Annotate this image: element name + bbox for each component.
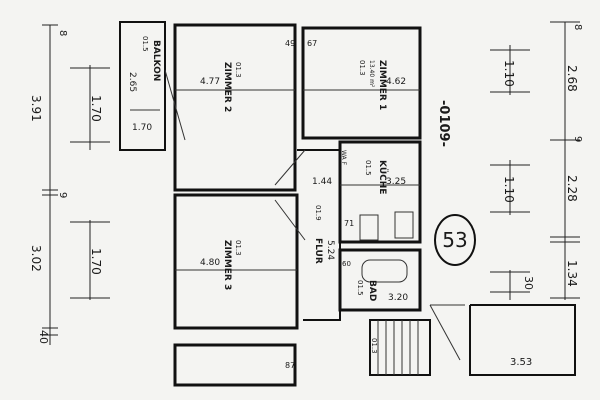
room-area-bad: 3.20 xyxy=(388,293,408,303)
room-sub-kueche: WA F xyxy=(340,150,347,166)
dim-left-outer-upper: 3.91 xyxy=(29,95,43,122)
room-area-zimmer1: 4.62 xyxy=(386,77,406,87)
plan-details xyxy=(130,69,465,375)
room-area-zimmer3: 4.80 xyxy=(200,258,220,268)
room-sub-zimmer1: 13.40 m² xyxy=(368,60,375,88)
dim-right-outer-middle: 2.28 xyxy=(565,175,579,202)
room-code-zimmer3: 01.3 xyxy=(234,240,242,256)
apartment-number-circle xyxy=(434,214,476,266)
room-name-flur: FLUR xyxy=(313,238,323,264)
room-code-balkon: 01.5 xyxy=(141,36,149,52)
room-name-zimmer3: ZIMMER 3 xyxy=(222,240,232,290)
dim-left-outer-lower: 3.02 xyxy=(29,245,43,272)
room-area-balkon: 2.65 xyxy=(127,72,137,92)
walls xyxy=(119,21,576,387)
room-code-zimmer2: 01.3 xyxy=(234,62,242,78)
dim-right-inner-middle: 1.10 xyxy=(502,176,516,203)
room-name-zimmer1: ZIMMER 1 xyxy=(377,60,387,110)
room-width-balkon: 1.70 xyxy=(132,123,152,133)
corner-49: 49 xyxy=(285,39,295,48)
dim-right-outer-mid: 9 xyxy=(572,136,583,142)
room-code-flur: 01.9 xyxy=(314,205,322,221)
dim-left-inner-upper: 1.70 xyxy=(89,95,103,122)
room-name-zimmer2: ZIMMER 2 xyxy=(222,62,232,112)
dim-left-inner-lower: 1.70 xyxy=(89,248,103,275)
room-name-balkon: BALKON xyxy=(151,40,161,81)
corner-67: 67 xyxy=(307,39,317,48)
right-dimension-chain xyxy=(490,21,580,300)
dim-right-inner-upper: 1.10 xyxy=(502,60,516,87)
dim-left-outer-top: 8 xyxy=(57,30,68,36)
dim-right-inner-lower: 30 xyxy=(522,276,535,290)
room-area-kueche: 3.25 xyxy=(386,177,406,187)
room-name-bad: BAD xyxy=(367,280,377,301)
left-dimension-chain xyxy=(42,24,110,345)
orientation-label: -0109- xyxy=(436,100,451,147)
dim-left-outer-mid: 9 xyxy=(57,192,68,198)
room-code-zimmer1: 01.3 xyxy=(358,60,366,76)
stair-code: 01.3 xyxy=(370,338,378,354)
room-code-bad: 01.5 xyxy=(356,280,364,296)
bath-small: 60 xyxy=(342,260,351,268)
dim-right-outer-lower: 1.34 xyxy=(565,260,579,287)
dim-right-outer-upper: 2.68 xyxy=(565,65,579,92)
room-name-kueche: KÜCHE xyxy=(377,160,388,194)
apartment-number: 53 xyxy=(442,228,467,252)
room-area-zimmer2: 4.77 xyxy=(200,77,220,87)
dim-right-outer-top: 8 xyxy=(572,24,583,30)
corner-87: 87 xyxy=(285,361,295,370)
kitchen-counter: 71 xyxy=(344,219,354,228)
bottom-dimension: 3.53 xyxy=(510,357,532,368)
room-area-flur: 5.24 xyxy=(325,240,335,260)
dim-left-outer-bottom: 40 xyxy=(37,330,50,344)
flur-width: 1.44 xyxy=(312,177,332,187)
room-code-kueche: 01.5 xyxy=(364,160,372,176)
